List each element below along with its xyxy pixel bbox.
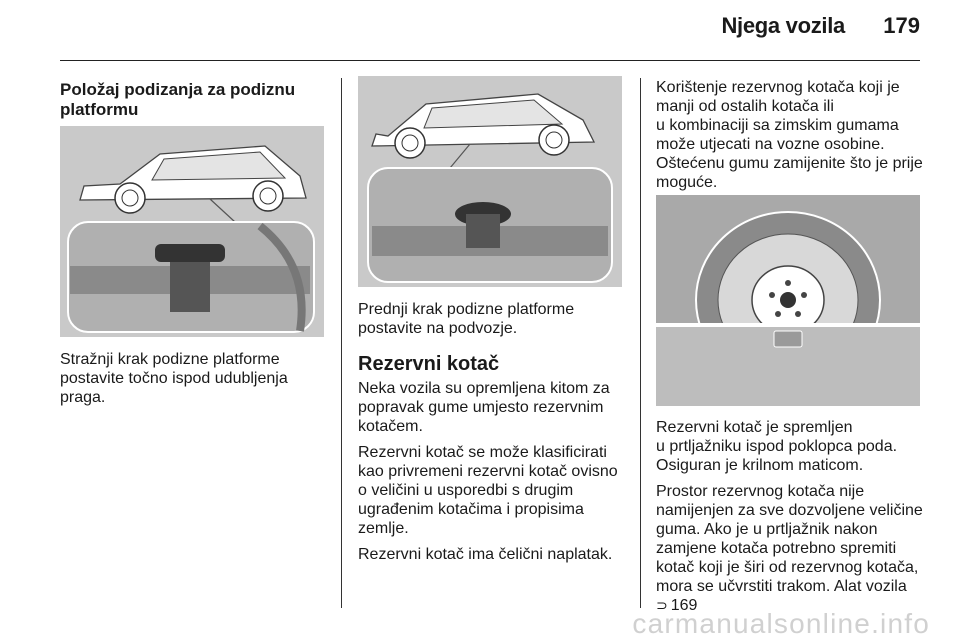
section-title-spare-wheel: Rezervni kotač — [358, 353, 500, 375]
paragraph-line: manji od ostalih kotača ili — [656, 98, 834, 115]
left-column: Položaj podizanja za podiznu platformu — [60, 80, 330, 120]
paragraph-line: Rezervni kotač se može klasificirati — [358, 444, 607, 461]
paragraph-line: guma. Ako je u prtljažnik nakon — [656, 521, 878, 538]
page-reference-arrow-icon: ⊃ — [656, 597, 668, 613]
caption-line: Osiguran je krilnom maticom. — [656, 457, 864, 474]
paragraph-line: o veličini u usporedbi s drugim — [358, 482, 574, 499]
paragraph-line: Oštećenu gumu zamijenite što je prije — [656, 155, 923, 172]
caption-line: Prednji krak podizne platforme — [358, 301, 575, 318]
paragraph-line: kao privremeni rezervni kotač ovisno — [358, 463, 618, 480]
watermark: carmanualsonline.info — [632, 608, 930, 639]
paragraph-line: kotač koji je širi od rezervnog kotača, — [656, 559, 919, 576]
paragraph-line: zamjene kotača potrebno spremiti — [656, 540, 897, 557]
column-divider-right — [640, 78, 641, 608]
paragraph-line: ugrađenim kotačima i propisima — [358, 501, 584, 518]
paragraph-line: Rezervni kotač ima čelični naplatak. — [358, 546, 613, 563]
middle-text-column: Prednji krak podizne platforme postavite… — [358, 300, 633, 571]
paragraph-line: Korištenje rezervnog kotača koji je — [656, 79, 900, 96]
caption-line: u prtljažniku ispod poklopca poda. — [656, 438, 898, 455]
left-caption: Stražnji krak podizne platforme postavit… — [60, 350, 332, 414]
caption-line: postavite točno ispod udubljenja — [60, 370, 288, 387]
rear-lift-illustration — [60, 126, 324, 337]
figure-spare-wheel — [656, 195, 920, 406]
paragraph-line: moguće. — [656, 174, 718, 191]
spare-wheel-illustration — [656, 195, 920, 406]
page-reference-link[interactable]: 169 — [670, 597, 698, 614]
paragraph-line: kotačem. — [358, 418, 423, 435]
front-lift-illustration — [358, 76, 622, 287]
paragraph-line: namijenjen za sve dozvoljene veličine — [656, 502, 923, 519]
paragraph-line: zemlje. — [358, 520, 409, 537]
paragraph-line: može utjecati na vozne osobine. — [656, 136, 885, 153]
caption-line: postavite na podvozje. — [358, 320, 518, 337]
section-heading-lift-position: Položaj podizanja za podiznu platformu — [60, 80, 296, 119]
header-rule — [60, 60, 920, 61]
caption-line: Stražnji krak podizne platforme — [60, 351, 280, 368]
paragraph-line: Neka vozila su opremljena kitom za — [358, 380, 610, 397]
right-intro: Korištenje rezervnog kotača koji je manj… — [656, 78, 946, 199]
figure-front-lift-arm — [358, 76, 622, 287]
paragraph-line: Prostor rezervnog kotača nije — [656, 483, 865, 500]
paragraph-line: popravak gume umjesto rezervnim — [358, 399, 604, 416]
page-number: 179 — [883, 13, 920, 38]
paragraph-line: u kombinaciji sa zimskim gumama — [656, 117, 899, 134]
paragraph-line: mora se učvrstiti trakom. Alat vozila — [656, 578, 907, 595]
right-text-column: Rezervni kotač je spremljen u prtljažnik… — [656, 418, 946, 622]
figure-rear-lift-arm — [60, 126, 324, 337]
column-divider-left — [341, 78, 342, 608]
caption-line: praga. — [60, 389, 106, 406]
caption-line: Rezervni kotač je spremljen — [656, 419, 853, 436]
running-header-title: Njega vozila — [721, 13, 845, 38]
